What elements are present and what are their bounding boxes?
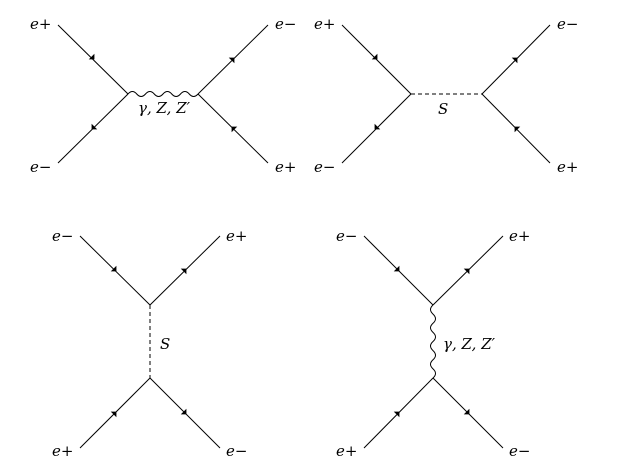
particle-label-e-minus: e−	[557, 15, 578, 33]
arrow-marker	[371, 53, 378, 60]
boson-propagator	[127, 91, 199, 97]
particle-label-e-plus: e+	[275, 158, 296, 176]
particle-label-e-minus: e−	[509, 442, 530, 460]
mediator-label-scalar: S	[160, 335, 170, 353]
diagram-t-channel-vector: e− e+ e+ e− γ, Z, Z′	[336, 227, 530, 460]
mediator-label-scalar: S	[438, 100, 448, 118]
diagram-s-channel-scalar: e+ e− e− e+ S	[314, 15, 578, 176]
particle-label-e-plus: e+	[30, 15, 51, 33]
particle-label-e-plus: e+	[557, 158, 578, 176]
fermion-line-upper-left	[57, 24, 129, 95]
particle-label-e-minus: e−	[275, 15, 296, 33]
arrow-marker	[374, 123, 381, 130]
mediator-label-boson: γ, Z, Z′	[138, 99, 191, 117]
fermion-line-upper-left	[341, 24, 412, 95]
particle-label-e-plus: e+	[336, 442, 357, 460]
particle-label-e-minus: e−	[30, 158, 51, 176]
arrow-marker	[180, 408, 187, 415]
particle-label-e-minus: e−	[226, 442, 247, 460]
arrow-marker	[91, 123, 98, 130]
diagram-t-channel-scalar: e− e+ e+ e− S	[52, 227, 247, 460]
arrow-marker	[231, 126, 238, 133]
arrow-marker	[88, 53, 95, 60]
diagram-s-channel-vector: e+ e− e− e+ γ, Z, Z′	[30, 15, 296, 176]
particle-label-e-minus: e−	[314, 158, 335, 176]
arrow-marker	[463, 408, 470, 415]
arrow-marker	[514, 126, 521, 133]
particle-label-e-plus: e+	[226, 227, 247, 245]
arrow-marker	[110, 265, 117, 272]
arrow-marker	[393, 411, 400, 418]
arrow-marker	[110, 411, 117, 418]
arrow-marker	[463, 268, 470, 275]
arrow-marker	[393, 265, 400, 272]
boson-propagator	[430, 304, 436, 379]
particle-label-e-plus: e+	[314, 15, 335, 33]
particle-label-e-plus: e+	[52, 442, 73, 460]
particle-label-e-plus: e+	[509, 227, 530, 245]
arrow-marker	[180, 268, 187, 275]
mediator-label-boson: γ, Z, Z′	[443, 335, 496, 353]
particle-label-e-minus: e−	[52, 227, 73, 245]
particle-label-e-minus: e−	[336, 227, 357, 245]
